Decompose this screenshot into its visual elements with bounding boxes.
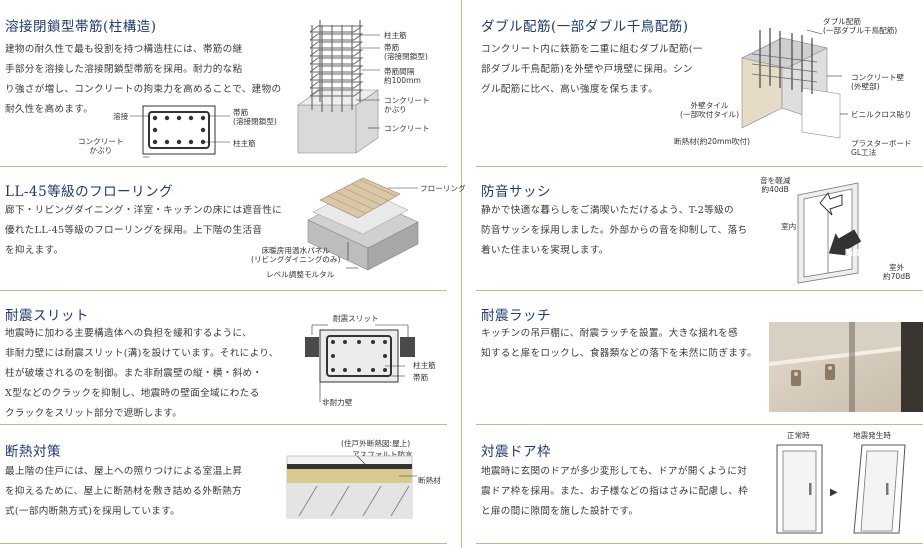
section-title-weld: 溶接閉鎖型帯筋(柱構造) xyxy=(5,19,157,35)
label-double-top: ダブル配筋 (一部ダブル千鳥配筋) xyxy=(823,17,898,35)
divider xyxy=(476,290,923,291)
label-indoor: 室内 xyxy=(781,222,797,231)
flooring-layer-illustration xyxy=(307,177,419,271)
divider xyxy=(476,166,923,167)
column-divider xyxy=(461,0,462,548)
section-text-floor: 廊下・リビングダイニング・洋室・キッチンの床には遮音性に 優れたLL-45等級の… xyxy=(5,205,283,256)
divider xyxy=(476,424,923,425)
label-cover: コンクリート かぶり xyxy=(78,137,124,155)
label-flooring: フローリング xyxy=(420,184,466,193)
section-text-double: コンクリート内に鉄筋を二重に組むダブル配筋(一 部ダブル千鳥配筋)を外壁や戸境壁… xyxy=(481,44,703,95)
section-title-floor: LL-45等級のフローリング xyxy=(5,184,174,200)
section-text-slit: 地震時に加わる主要構造体への負担を緩和するように、 非耐力壁には耐震スリット(溝… xyxy=(5,328,279,419)
section-title-sash: 防音サッシ xyxy=(481,184,551,200)
label-main-bar: 柱主筋 xyxy=(233,139,256,148)
section-title-insulation: 断熱対策 xyxy=(5,444,61,460)
label-weld: 溶接 xyxy=(113,112,129,121)
section-title-latch: 耐震ラッチ xyxy=(481,308,551,324)
column-cross-section-diagram xyxy=(130,105,230,158)
label-slit-main-bar: 柱主筋 xyxy=(413,361,436,370)
section-title-double: ダブル配筋(一部ダブル千鳥配筋) xyxy=(481,19,689,35)
label-concrete-wall: コンクリート壁 (外壁部) xyxy=(851,73,905,91)
slit-diagram xyxy=(300,324,420,402)
label-col-main: 柱主筋 xyxy=(384,31,407,40)
section-text-sash: 静かで快適な暮らしをご満喫いただけるよう、T-2等級の 防音サッシを採用しました… xyxy=(481,205,748,256)
divider xyxy=(0,166,447,167)
door-frame-diagram xyxy=(776,444,906,534)
label-outdoor: 室外 約70dB xyxy=(883,263,911,281)
divider xyxy=(0,424,447,425)
label-hoop: 帯筋 (溶接閉鎖型) xyxy=(233,108,277,126)
label-slit: 耐震スリット xyxy=(333,314,379,323)
divider xyxy=(0,290,447,291)
label-insulation: 断熱材(約20mm吹付) xyxy=(674,137,750,146)
section-title-slit: 耐震スリット xyxy=(5,308,89,324)
section-text-insulation: 最上階の住戸には、屋上への照りつけによる室温上昇 を抑えるために、屋上に断熱材を… xyxy=(5,466,243,517)
roof-insulation-diagram xyxy=(286,455,417,519)
label-roof-insulation: 断熱材 xyxy=(418,476,441,485)
section-title-door: 対震ドア枠 xyxy=(481,444,551,460)
latch-photo xyxy=(769,322,923,412)
label-non-bearing-wall: 非耐力壁 xyxy=(322,398,353,407)
label-tile: 外壁タイル (一部吹付タイル) xyxy=(680,101,740,119)
arrow-icon: ▶ xyxy=(830,487,838,498)
label-plaster: プラスターボード GL工法 xyxy=(851,139,912,157)
label-door-quake: 地震発生時 xyxy=(853,431,891,440)
sash-window-illustration xyxy=(797,182,862,284)
label-concrete: コンクリート xyxy=(384,124,430,133)
label-door-normal: 正常時 xyxy=(787,431,810,440)
label-mortar: レベル調整モルタル xyxy=(266,270,335,279)
label-spacing: 帯筋間隔 約100mm xyxy=(384,67,421,85)
label-noise: 騒音 xyxy=(845,248,861,257)
label-floor-heating: 床暖房用温水パネル (リビングダイニングのみ) xyxy=(251,246,341,264)
divider xyxy=(0,543,447,544)
label-col-cover: コンクリート かぶり xyxy=(384,96,430,114)
label-asphalt: アスファルト防水 xyxy=(352,450,413,459)
column-3d-illustration xyxy=(297,20,380,154)
label-vinyl: ビニルクロス貼り xyxy=(851,110,912,119)
section-text-weld: 建物の耐久性で最も役割を持つ構造柱には、帯筋の継 手部分を溶接した溶接閉鎖型帯筋… xyxy=(5,44,282,115)
section-text-door: 地震時に玄関のドアが多少変形しても、ドアが開くように対 震ドア枠を採用。また、お… xyxy=(481,466,749,517)
label-sound-reduce: 音を軽減 約40dB xyxy=(760,176,791,194)
label-slit-hoop: 帯筋 xyxy=(413,373,429,382)
label-col-hoop: 帯筋 (溶接閉鎖型) xyxy=(384,43,428,61)
double-rebar-wall-illustration xyxy=(741,28,848,139)
divider xyxy=(476,543,923,544)
label-roof-caption: (住戸外断熱図:屋上) xyxy=(341,439,411,448)
section-text-latch: キッチンの吊戸棚に、耐震ラッチを設置。大きな揺れを感 知すると扉をロックし、食器… xyxy=(481,328,758,359)
